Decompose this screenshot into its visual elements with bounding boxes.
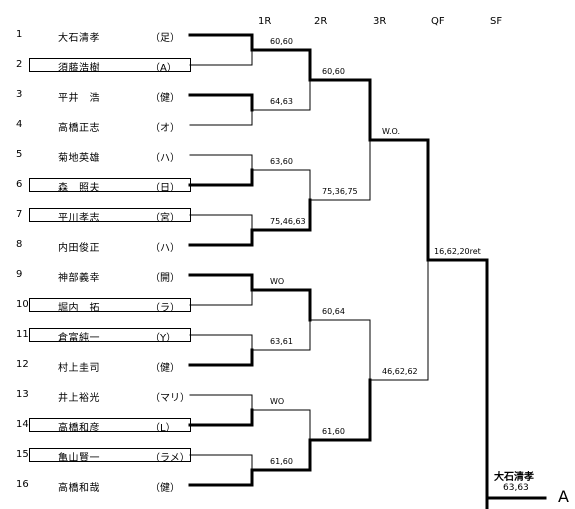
player-club: （宮）	[150, 213, 180, 224]
player-seed-number: 13	[16, 389, 29, 400]
round-label-qf: QF	[431, 16, 445, 27]
player-seed-number: 16	[16, 479, 29, 490]
player-club: （健）	[150, 93, 180, 104]
player-club: （ラ）	[150, 303, 180, 314]
player-seed-number: 3	[16, 89, 23, 100]
player-club: （開）	[150, 273, 180, 284]
player-name: 井上裕光	[58, 393, 100, 404]
player-seed-number: 9	[16, 269, 23, 280]
score-r3: W.O.	[382, 127, 401, 136]
score-r2: 60,60	[322, 67, 345, 76]
player-name: 平井 浩	[58, 93, 100, 104]
player-box	[29, 418, 191, 432]
player-seed-number: 8	[16, 239, 23, 250]
round-label-3r: 3R	[373, 16, 387, 27]
score-r1: 63,60	[270, 157, 293, 166]
player-box	[29, 208, 191, 222]
player-name: 神部義幸	[58, 273, 100, 284]
player-box	[29, 328, 191, 342]
player-name: 高橋和彦	[58, 423, 100, 434]
player-name: 森 照夫	[58, 183, 100, 194]
player-club: （日）	[150, 183, 180, 194]
player-club: （Y）	[150, 333, 177, 344]
player-seed-number: 5	[16, 149, 23, 160]
player-club: （ラメ）	[150, 453, 190, 464]
player-club: （足）	[150, 33, 180, 44]
player-box	[29, 448, 191, 462]
score-r1: 60,60	[270, 37, 293, 46]
player-name: 平川孝志	[58, 213, 100, 224]
score-r1: WO	[270, 397, 285, 406]
score-r1: 63,61	[270, 337, 293, 346]
player-seed-number: 2	[16, 59, 23, 70]
player-seed-number: 10	[16, 299, 29, 310]
player-box	[29, 58, 191, 72]
player-name: 亀山賢一	[58, 453, 100, 464]
player-box	[29, 298, 191, 312]
player-seed-number: 4	[16, 119, 23, 130]
player-club: （マリ）	[150, 393, 190, 404]
round-label-2r: 2R	[314, 16, 328, 27]
player-seed-number: 6	[16, 179, 23, 190]
score-r1: 64,63	[270, 97, 293, 106]
player-name: 菊地英雄	[58, 153, 100, 164]
player-club: （L）	[150, 423, 176, 434]
player-seed-number: 15	[16, 449, 29, 460]
score-r2: 75,36,75	[322, 187, 358, 196]
player-club: （健）	[150, 363, 180, 374]
section-mark: A	[558, 487, 569, 506]
player-name: 堀内 拓	[58, 303, 100, 314]
winner-score: 63,63	[503, 483, 529, 493]
round-label-1r: 1R	[258, 16, 272, 27]
player-seed-number: 7	[16, 209, 23, 220]
score-r2: 60,64	[322, 307, 345, 316]
score-r1: 61,60	[270, 457, 293, 466]
player-box	[29, 178, 191, 192]
player-seed-number: 1	[16, 29, 23, 40]
score-r1: WO	[270, 277, 285, 286]
player-seed-number: 11	[16, 329, 29, 340]
player-name: 高橋正志	[58, 123, 100, 134]
score-r2: 61,60	[322, 427, 345, 436]
player-name: 高橋和哉	[58, 483, 100, 494]
player-name: 倉富純一	[58, 333, 100, 344]
player-seed-number: 14	[16, 419, 29, 430]
player-name: 大石清孝	[58, 33, 100, 44]
player-name: 内田俊正	[58, 243, 100, 254]
score-qf: 16,62,20ret	[434, 247, 481, 256]
player-club: （A）	[150, 63, 177, 74]
player-seed-number: 12	[16, 359, 29, 370]
player-club: （ハ）	[150, 153, 180, 164]
player-name: 村上圭司	[58, 363, 100, 374]
score-r3: 46,62,62	[382, 367, 418, 376]
player-club: （健）	[150, 483, 180, 494]
player-club: （ハ）	[150, 243, 180, 254]
player-club: （オ）	[150, 123, 180, 134]
winner-name: 大石清孝	[494, 472, 534, 483]
round-label-sf: SF	[490, 16, 503, 27]
player-name: 須藤浩樹	[58, 63, 100, 74]
score-r1: 75,46,63	[270, 217, 306, 226]
